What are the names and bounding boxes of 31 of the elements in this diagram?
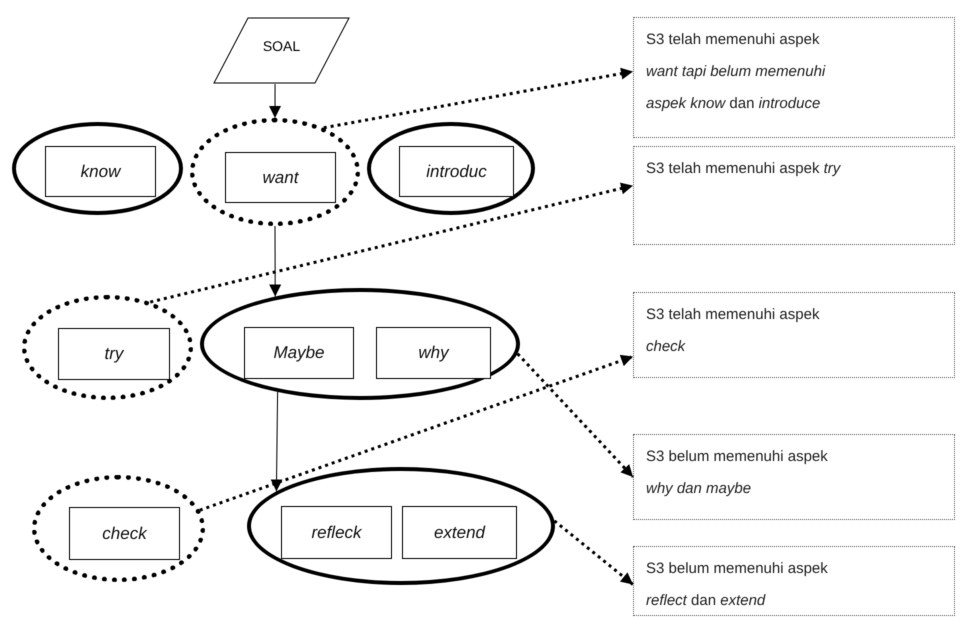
dotted-arrow — [553, 520, 634, 586]
ellipse-outline — [12, 122, 183, 215]
arrow — [269, 226, 282, 297]
term-box: why — [376, 327, 491, 379]
term-box: try — [58, 328, 170, 380]
dotted-arrow — [323, 68, 634, 130]
ellipse-outline — [247, 467, 555, 585]
term-box: know — [45, 146, 156, 197]
input-parallelogram — [213, 17, 350, 84]
node-label: SOAL — [262, 37, 300, 56]
annotation-box: S3 telah memenuhi aspek want tapi belum memenuhi aspek know dan introduce — [633, 17, 955, 138]
arrow — [270, 392, 283, 492]
annotation-box: S3 belum memenuhi aspek reflect dan extend — [633, 546, 955, 616]
annotation-box: S3 belum memenuhi aspek why dan maybe — [633, 434, 955, 520]
ellipse-outline — [200, 288, 520, 400]
term-box: want — [225, 152, 336, 203]
annotation-box: S3 telah memenuhi aspek check — [633, 292, 955, 378]
term-box: refleck — [281, 506, 392, 559]
dotted-arrow — [199, 354, 634, 512]
term-box: Maybe — [244, 327, 354, 379]
ellipse-outline — [367, 122, 535, 215]
term-box: check — [69, 507, 180, 560]
arrow — [269, 84, 282, 118]
term-box: extend — [402, 506, 517, 559]
dotted-arrow — [516, 352, 634, 478]
dotted-arrow — [150, 182, 634, 304]
dotted-ellipse — [32, 475, 205, 582]
dotted-ellipse — [190, 118, 360, 226]
annotation-box: S3 telah memenuhi aspek try — [633, 146, 955, 245]
dotted-ellipse — [22, 295, 193, 400]
term-box: introduc — [399, 146, 514, 197]
